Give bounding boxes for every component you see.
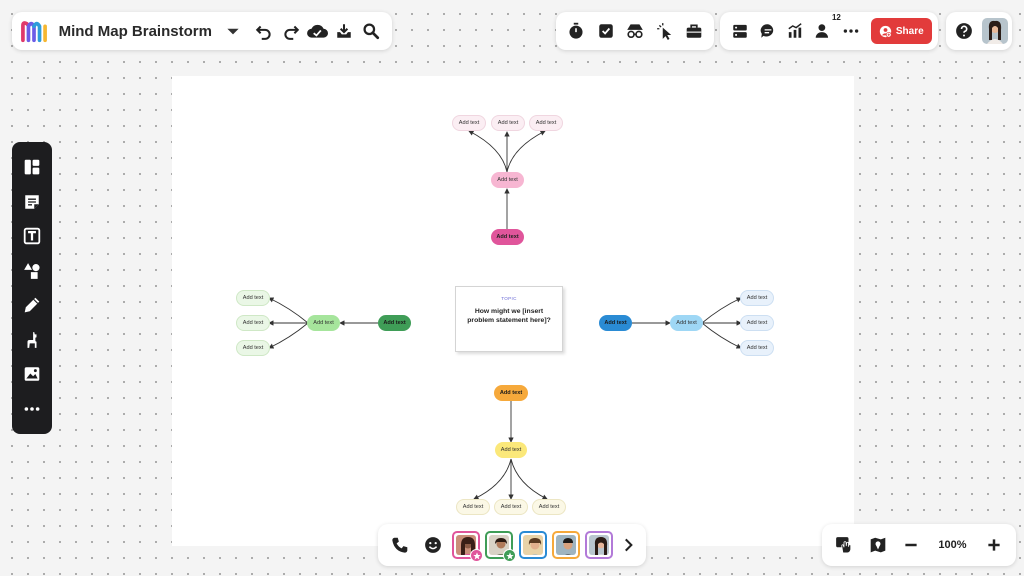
zoom-controls: 100% bbox=[822, 524, 1016, 566]
node-bottom-sub[interactable]: Add text bbox=[495, 442, 527, 458]
node-left-main[interactable]: Add text bbox=[378, 315, 411, 331]
people-icon[interactable]: 12 bbox=[809, 13, 841, 45]
comment-icon[interactable] bbox=[754, 17, 782, 45]
node-top-leaf-3[interactable]: Add text bbox=[529, 115, 563, 131]
topic-text[interactable]: How might we [insert problem statement h… bbox=[467, 308, 551, 324]
topic-label: TOPIC bbox=[501, 296, 517, 301]
node-top-main[interactable]: Add text bbox=[491, 229, 524, 245]
node-right-leaf-1[interactable]: Add text bbox=[740, 290, 774, 306]
timer-icon[interactable] bbox=[562, 17, 590, 45]
left-toolbar bbox=[12, 142, 52, 434]
star-badge-icon bbox=[470, 549, 484, 562]
app-logo[interactable] bbox=[20, 18, 49, 44]
templates-icon[interactable] bbox=[18, 153, 46, 181]
collaboration-tools bbox=[556, 12, 714, 50]
zoom-in-icon[interactable] bbox=[980, 531, 1008, 559]
node-bottom-leaf-1[interactable]: Add text bbox=[456, 499, 490, 515]
node-left-leaf-3[interactable]: Add text bbox=[236, 340, 270, 356]
llama-icon[interactable] bbox=[18, 326, 46, 354]
node-right-leaf-2[interactable]: Add text bbox=[740, 315, 774, 331]
node-top-sub[interactable]: Add text bbox=[491, 172, 524, 188]
node-bottom-main[interactable]: Add text bbox=[494, 385, 528, 401]
search-icon[interactable] bbox=[357, 17, 384, 45]
share-user-icon bbox=[879, 25, 892, 38]
help-icon[interactable] bbox=[950, 17, 978, 45]
node-left-leaf-1[interactable]: Add text bbox=[236, 290, 270, 306]
help-and-profile bbox=[946, 12, 1012, 50]
shapes-icon[interactable] bbox=[18, 257, 46, 285]
more-tools-icon[interactable] bbox=[18, 395, 46, 423]
emoji-icon[interactable] bbox=[419, 531, 447, 559]
collaborator-2[interactable] bbox=[485, 531, 517, 562]
collaborator-3[interactable] bbox=[518, 531, 547, 559]
board-frame[interactable]: TOPIC How might we [insert problem state… bbox=[172, 76, 854, 546]
layout-icon[interactable] bbox=[726, 17, 754, 45]
collaborator-bar bbox=[378, 524, 646, 566]
phone-icon[interactable] bbox=[386, 531, 414, 559]
node-top-leaf-1[interactable]: Add text bbox=[452, 115, 486, 131]
incognito-icon[interactable] bbox=[621, 17, 649, 45]
chevron-down-icon[interactable] bbox=[220, 17, 247, 45]
cursor-click-icon[interactable] bbox=[651, 17, 679, 45]
chart-icon[interactable] bbox=[781, 17, 809, 45]
mindmap-connectors bbox=[268, 130, 742, 500]
map-icon[interactable] bbox=[864, 531, 892, 559]
node-bottom-leaf-2[interactable]: Add text bbox=[494, 499, 528, 515]
share-label: Share bbox=[895, 25, 924, 37]
redo-icon[interactable] bbox=[277, 17, 304, 45]
user-avatar[interactable] bbox=[982, 18, 1008, 44]
node-top-leaf-2[interactable]: Add text bbox=[491, 115, 525, 131]
board-actions: 12 Share bbox=[720, 12, 938, 50]
node-bottom-leaf-3[interactable]: Add text bbox=[532, 499, 566, 515]
export-icon[interactable] bbox=[331, 17, 358, 45]
collaborator-count: 12 bbox=[831, 13, 841, 22]
zoom-out-icon[interactable] bbox=[897, 531, 925, 559]
star-badge-icon bbox=[503, 549, 517, 562]
node-right-main[interactable]: Add text bbox=[599, 315, 632, 331]
board-title[interactable]: Mind Map Brainstorm bbox=[58, 22, 212, 40]
node-left-leaf-2[interactable]: Add text bbox=[236, 315, 270, 331]
cloud-sync-icon[interactable] bbox=[304, 17, 331, 45]
zoom-level[interactable]: 100% bbox=[938, 539, 967, 551]
collaborator-1[interactable] bbox=[452, 531, 484, 562]
toolbox-icon[interactable] bbox=[680, 17, 708, 45]
chevron-right-icon[interactable] bbox=[618, 531, 638, 559]
hand-tool-icon[interactable] bbox=[830, 531, 858, 559]
text-icon[interactable] bbox=[18, 222, 46, 250]
node-left-sub[interactable]: Add text bbox=[307, 315, 340, 331]
image-icon[interactable] bbox=[18, 360, 46, 388]
node-right-sub[interactable]: Add text bbox=[670, 315, 703, 331]
board-header: Mind Map Brainstorm bbox=[12, 12, 392, 50]
central-topic-card[interactable]: TOPIC How might we [insert problem state… bbox=[455, 286, 563, 352]
more-icon[interactable] bbox=[837, 17, 865, 45]
sticky-note-icon[interactable] bbox=[18, 188, 46, 216]
collaborator-5[interactable] bbox=[584, 531, 613, 559]
collaborator-4[interactable] bbox=[551, 531, 580, 559]
node-right-leaf-3[interactable]: Add text bbox=[740, 340, 774, 356]
undo-icon[interactable] bbox=[251, 17, 278, 45]
share-button[interactable]: Share bbox=[870, 18, 932, 44]
checkbox-icon[interactable] bbox=[592, 17, 620, 45]
pen-icon[interactable] bbox=[18, 291, 46, 319]
